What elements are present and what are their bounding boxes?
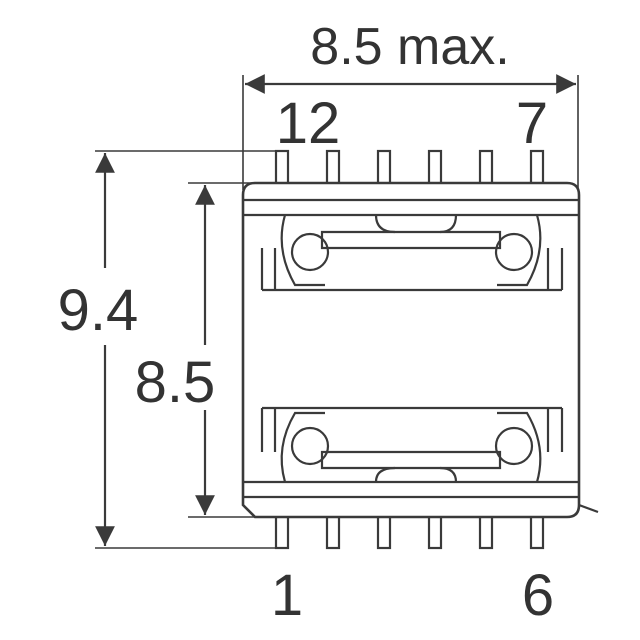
bottom-foot-right [578,503,599,514]
pin-12-label: 12 [276,91,341,156]
bottom-left-boss-contour [280,411,325,483]
top-right-boss-contour [497,214,542,287]
top-left-boss [290,232,330,272]
pin-1-label: 1 [271,563,303,628]
bottom-left-boss [290,426,330,466]
left-side-columns [260,248,277,452]
bottom-right-boss-contour [497,411,542,483]
bottom-winding-bar [320,450,502,470]
top-bar-arch [374,214,458,234]
outer-height-dimension [95,150,275,549]
bottom-bar-arch [374,466,458,483]
bottom-flange-lines [243,480,579,499]
top-flange-lines [243,198,579,217]
width-dimension-label: 8.5 max. [310,18,509,76]
pin-7-label: 7 [516,91,548,156]
width-dimension [242,74,579,190]
component-body [241,181,599,519]
body-outline [241,181,581,519]
bottom-right-boss [494,426,534,466]
outer-height-dimension-label: 9.4 [58,278,139,343]
pin-6-label: 6 [522,563,554,628]
top-left-boss-contour [280,214,325,287]
inner-height-dimension-label: 8.5 [135,350,216,415]
top-right-boss [494,232,534,272]
right-side-columns [546,248,564,452]
